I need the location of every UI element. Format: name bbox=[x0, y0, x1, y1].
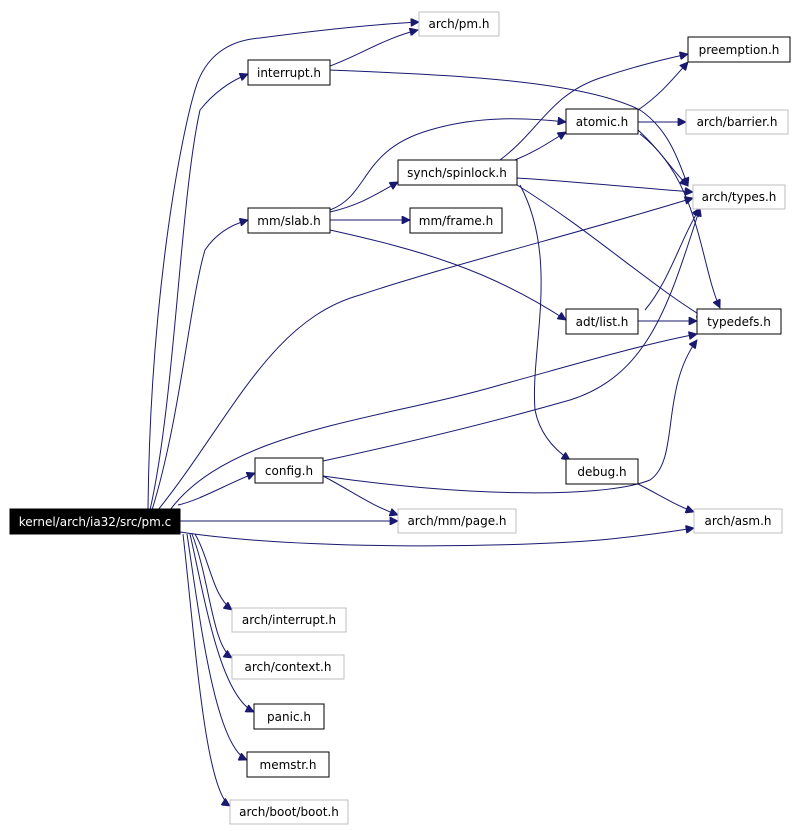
node-arch-pm-label: arch/pm.h bbox=[429, 17, 490, 31]
node-typedefs[interactable]: typedefs.h bbox=[696, 308, 782, 335]
node-panic-label: panic.h bbox=[267, 710, 311, 724]
edge-list-arch-types bbox=[644, 208, 700, 311]
edge-spinlock-debug bbox=[519, 184, 570, 460]
edges bbox=[147, 22, 720, 806]
node-root-label: kernel/arch/ia32/src/pm.c bbox=[19, 515, 172, 529]
node-arch-pm[interactable]: arch/pm.h bbox=[418, 11, 500, 37]
edge-root-mm-slab bbox=[151, 220, 248, 511]
edge-root-arch-boot bbox=[182, 533, 230, 806]
edge-root-arch-types bbox=[157, 198, 693, 511]
edge-config-arch-mm-page bbox=[322, 475, 398, 515]
edge-spinlock-arch-types bbox=[516, 177, 693, 192]
node-mm-frame[interactable]: mm/frame.h bbox=[409, 207, 503, 234]
edge-root-typedefs bbox=[169, 334, 697, 511]
edge-spinlock-preemption bbox=[499, 54, 688, 161]
node-atomic-label: atomic.h bbox=[576, 115, 628, 129]
node-arch-boot-label: arch/boot/boot.h bbox=[239, 805, 339, 819]
edge-debug-arch-asm bbox=[637, 483, 694, 512]
node-mm-slab[interactable]: mm/slab.h bbox=[247, 207, 331, 234]
edge-root-arch-interrupt bbox=[194, 533, 232, 610]
node-arch-context[interactable]: arch/context.h bbox=[231, 654, 345, 680]
edge-spinlock-atomic bbox=[514, 132, 566, 161]
edge-slab-spinlock bbox=[329, 182, 398, 213]
edge-root-panic bbox=[189, 533, 254, 713]
node-config-label: config.h bbox=[265, 464, 313, 478]
node-preemption-label: preemption.h bbox=[699, 43, 780, 57]
node-arch-mm-page[interactable]: arch/mm/page.h bbox=[397, 508, 517, 534]
edge-atomic-preemption bbox=[637, 62, 688, 111]
edge-slab-atomic bbox=[329, 119, 566, 211]
edge-root-memstr bbox=[186, 533, 247, 760]
node-arch-boot[interactable]: arch/boot/boot.h bbox=[229, 799, 349, 825]
node-adt-list[interactable]: adt/list.h bbox=[565, 308, 639, 335]
node-panic[interactable]: panic.h bbox=[253, 703, 325, 730]
edge-config-arch-types bbox=[322, 208, 700, 462]
edge-slab-list bbox=[329, 229, 566, 320]
node-arch-asm[interactable]: arch/asm.h bbox=[693, 508, 783, 534]
edge-interrupt-arch-types bbox=[329, 69, 688, 186]
node-arch-mm-page-label: arch/mm/page.h bbox=[407, 514, 506, 528]
node-interrupt[interactable]: interrupt.h bbox=[247, 59, 331, 86]
node-arch-barrier-label: arch/barrier.h bbox=[697, 115, 778, 129]
edge-interrupt-arch-pm bbox=[329, 30, 418, 67]
node-typedefs-label: typedefs.h bbox=[707, 315, 771, 329]
node-atomic[interactable]: atomic.h bbox=[565, 108, 639, 135]
node-arch-interrupt-label: arch/interrupt.h bbox=[242, 613, 336, 627]
node-arch-types-label: arch/types.h bbox=[702, 190, 777, 204]
edge-root-interrupt bbox=[149, 74, 248, 511]
edge-spinlock-typedefs bbox=[516, 184, 705, 318]
node-arch-types[interactable]: arch/types.h bbox=[692, 184, 786, 210]
node-synch-spinlock[interactable]: synch/spinlock.h bbox=[397, 159, 518, 186]
edge-root-arch-pm bbox=[147, 22, 419, 511]
node-mm-slab-label: mm/slab.h bbox=[257, 214, 320, 228]
node-debug[interactable]: debug.h bbox=[565, 458, 639, 485]
edge-root-arch-context bbox=[191, 533, 232, 658]
node-synch-spinlock-label: synch/spinlock.h bbox=[407, 166, 507, 180]
node-mm-frame-label: mm/frame.h bbox=[419, 214, 493, 228]
node-preemption[interactable]: preemption.h bbox=[687, 36, 791, 63]
node-root[interactable]: kernel/arch/ia32/src/pm.c bbox=[9, 508, 181, 535]
node-memstr[interactable]: memstr.h bbox=[246, 751, 330, 778]
node-arch-asm-label: arch/asm.h bbox=[705, 514, 772, 528]
node-arch-barrier[interactable]: arch/barrier.h bbox=[685, 109, 789, 135]
edge-root-arch-asm bbox=[179, 528, 694, 547]
node-arch-context-label: arch/context.h bbox=[245, 660, 332, 674]
edge-root-config bbox=[177, 473, 255, 506]
node-config[interactable]: config.h bbox=[254, 457, 324, 484]
node-interrupt-label: interrupt.h bbox=[257, 66, 321, 80]
node-adt-list-label: adt/list.h bbox=[576, 315, 629, 329]
node-arch-interrupt[interactable]: arch/interrupt.h bbox=[231, 607, 347, 633]
nodes: kernel/arch/ia32/src/pm.c arch/pm.h inte… bbox=[9, 11, 791, 825]
node-memstr-label: memstr.h bbox=[260, 758, 317, 772]
node-debug-label: debug.h bbox=[577, 465, 626, 479]
